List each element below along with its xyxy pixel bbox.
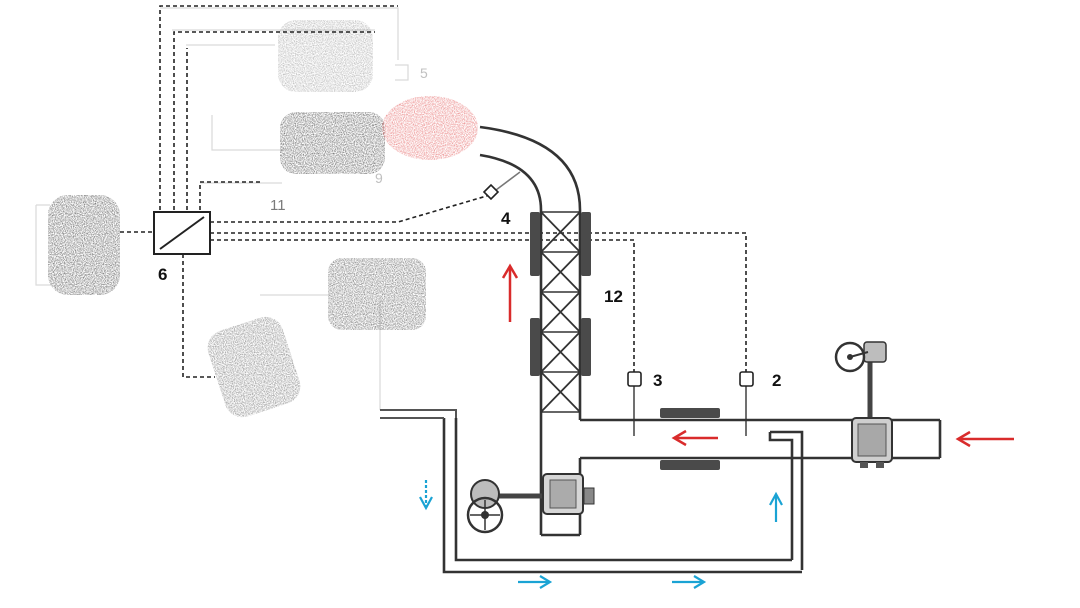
valve-inlet [834,341,893,468]
sensor-2 [739,371,754,436]
label-sensor-2: 2 [772,371,781,390]
label-sensor-4: 4 [501,209,511,228]
sketch-blob-left [48,195,120,295]
faded-label-11: 11 [270,197,286,214]
arrow-inlet [955,430,1014,448]
arrow-bypass-up [769,491,783,522]
main-pipe-coupling-bottom [660,460,720,470]
sketch-blob-middle [280,112,385,174]
arrow-horizontal [671,429,718,447]
label-sensor-3: 3 [653,371,662,390]
sketch-blob-lower-left [207,316,301,418]
arrow-riser [501,263,519,322]
sketch-blob-top [278,20,373,92]
faded-label-9: 9 [375,170,383,186]
main-pipe-coupling-top [660,408,720,418]
faded-label-5: 5 [420,65,428,81]
label-controller: 6 [158,265,167,284]
riser-pipe [479,125,582,537]
sensor-4 [482,171,521,201]
signal-lines [120,5,747,378]
riser-coupling-lower [530,318,591,376]
sketch-blob-red [382,96,478,160]
sketch-blob-center [328,258,426,330]
arrow-bypass-bottom-1 [518,575,553,589]
sensor-3 [627,371,642,436]
riser-coupling-upper [530,212,591,276]
arrow-bypass-bottom-2 [672,575,707,589]
controller-box [153,211,211,255]
valve-riser-base [466,473,595,534]
arrow-bypass-down [419,480,433,511]
label-pipe-segment-12: 12 [604,287,623,306]
